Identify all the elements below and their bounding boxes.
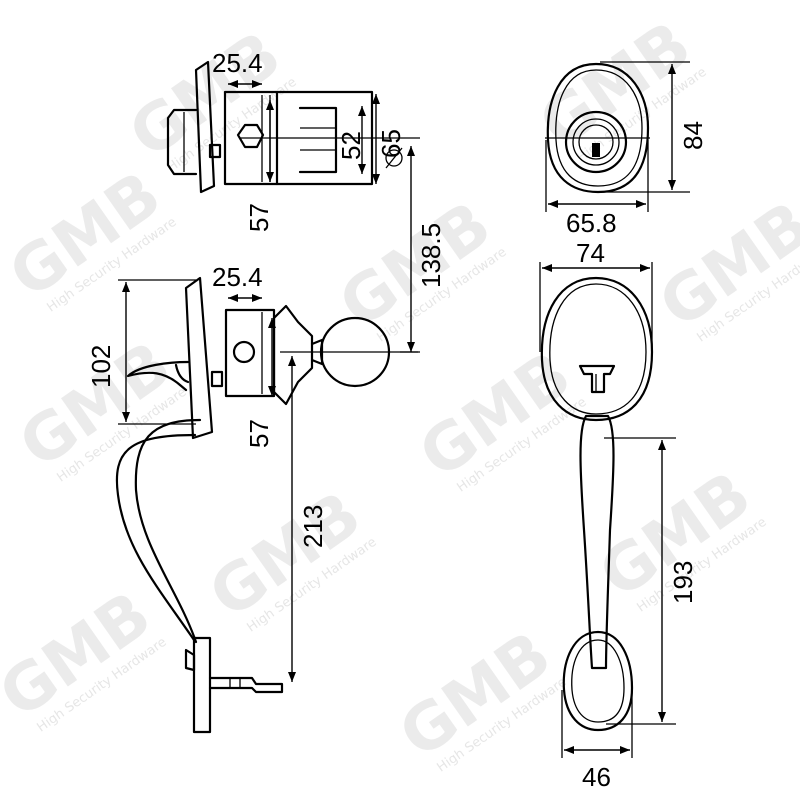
deadbolt-side-view: 25.4 57 52 65 [166,48,420,232]
deadbolt-rose-front [546,62,650,194]
handleset-front-view: 74 193 46 [539,238,698,792]
arrow [266,172,274,182]
arrow [668,64,676,74]
arrow [358,106,366,116]
dim-top-side-backset: 57 [244,203,274,232]
escutcheon-front [540,276,654,422]
deadbolt-rose-plate [194,60,216,194]
keyhole-icon [592,143,600,157]
escutcheon-inner [549,283,647,415]
thumb-button [578,364,616,394]
handle-grip-inner [134,418,202,644]
arrow [268,318,276,328]
dim-center-vertical: 138.5 [416,223,446,288]
bottom-plate-inner [571,639,625,723]
diameter-slash [385,147,403,169]
arrow [658,440,666,450]
deadbolt-front-view: 84 65.8 [545,61,708,238]
arrow [266,100,274,110]
handle-bottom-plate [192,636,212,734]
arrow [288,672,296,682]
dim-escutcheon-width: 74 [576,238,605,268]
thumb-turn [166,108,198,176]
dim-lower-side-backset: 57 [244,419,274,448]
dim-deadbolt-height: 84 [678,121,708,150]
thumb-turn-clip [208,143,222,159]
mounting-screw [208,676,284,694]
handle-clip [210,370,224,388]
arrow [640,264,650,272]
handle-top-plate [184,276,214,440]
dim-top-side-width: 25.4 [212,48,263,78]
arrow [636,200,646,208]
arrow [372,174,380,184]
arrow [372,94,380,104]
knob-rose [272,304,314,406]
arrow [122,412,130,422]
center-vertical-dimension: 138.5 [400,146,446,353]
rose-inner [555,69,643,187]
arrow [122,282,130,292]
bottom-clip [184,648,196,672]
dim-handle-length: 213 [298,505,328,548]
dim-bottom-plate-width: 46 [582,762,611,792]
arrow [268,386,276,396]
arrow [620,746,630,754]
arrow [228,80,238,88]
bottom-plate-front [562,630,634,732]
cylinder-face [564,110,628,174]
diameter-symbol [385,149,403,167]
dim-handle-front-length: 193 [668,561,698,604]
arrow [548,200,558,208]
handleset-side-view: 25.4 57 102 213 [86,262,418,734]
arrow [252,294,262,302]
handle-grip-front [579,414,615,670]
arrow [658,712,666,722]
arrow [288,356,296,366]
hex-spindle [236,123,265,149]
arrow [407,146,415,156]
arrow [228,294,238,302]
dim-deadbolt-width: 65.8 [566,208,617,238]
arrow [668,180,676,190]
dim-top-side-inner: 52 [336,131,366,160]
dim-handle-top-height: 102 [86,345,116,388]
latch-hole [232,340,256,364]
cylinder-plug [578,124,614,160]
thumbpiece [126,360,190,392]
thumbpiece-curve [174,363,190,384]
arrow [542,264,552,272]
arrow [564,746,574,754]
arrow [407,342,415,352]
arrow [252,80,262,88]
dim-top-side-outer: 65 [376,129,406,158]
dim-lower-side-width: 25.4 [212,262,263,292]
cylinder-ring [572,118,620,166]
cylinder-insert [298,106,338,174]
arrow [358,164,366,174]
